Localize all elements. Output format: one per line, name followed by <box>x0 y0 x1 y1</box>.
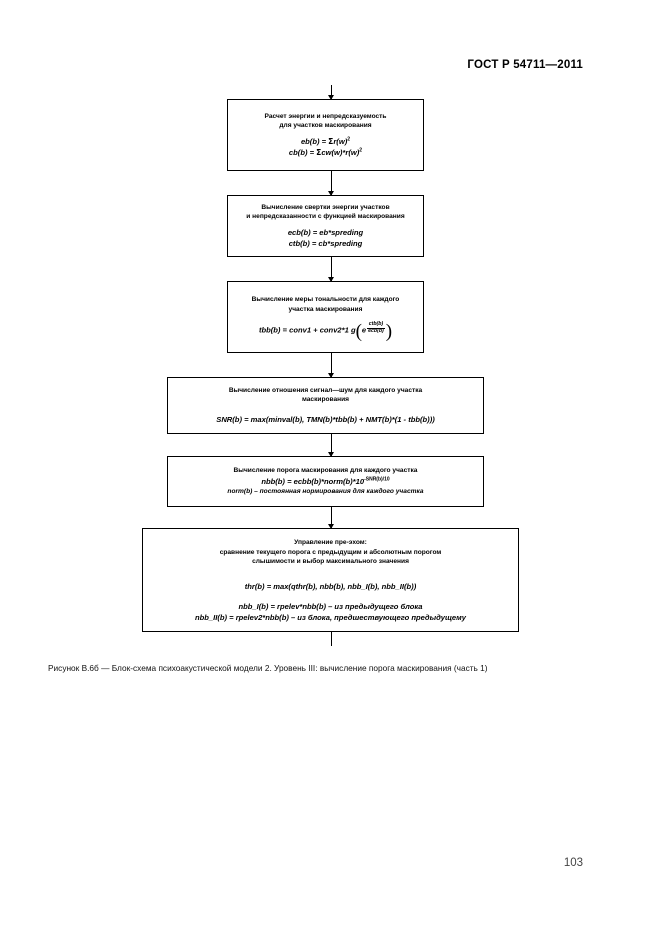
node-snr-formula: SNR(b) = max(minval(b), TMN(b)*tbb(b) + … <box>216 414 435 424</box>
node-threshold-title-line1: Вычисление порога маскирования для каждо… <box>233 467 418 475</box>
node-snr-title-line1: Вычисление отношения сигнал—шум для кажд… <box>228 386 423 394</box>
connector-preecho-to-output <box>330 632 333 646</box>
formula-eb-power: 2 <box>347 136 351 143</box>
paren-open-icon: ( <box>355 321 362 343</box>
document-header: ГОСТ Р 54711—2011 <box>467 59 583 71</box>
node-threshold-formula: nbb(b) = ecbb(b)*norm(b)*10-SNR(b)/10 <box>255 476 395 487</box>
connector-snr-to-threshold <box>330 434 333 456</box>
node-tonality-title-line2: участка маскирования <box>288 305 363 313</box>
figure-caption: Рисунок В.6б — Блок-схема психоакустичес… <box>48 663 488 673</box>
fraction-denominator: ecb(b) <box>368 327 384 334</box>
connector-convolution-to-tonality <box>330 257 333 281</box>
node-preecho-title-line3: слышимости и выбор максимального значени… <box>252 558 409 566</box>
fraction-numerator: ctb(b) <box>367 320 385 329</box>
node-preecho-formula-2: nbb_I(b) = rpelev*nbb(b) – из предыдущег… <box>238 602 423 612</box>
node-masking-threshold: Вычисление порога маскирования для каждо… <box>167 456 484 507</box>
formula-cb-rhs: cw(w)*r(w) <box>321 148 360 158</box>
formula-cb-lhs: cb(b) = <box>288 148 317 158</box>
sigma-icon: Σ <box>316 148 322 158</box>
node-snr-title-line2: маскирования <box>301 396 350 404</box>
formula-log-glyph: g <box>350 326 356 336</box>
node-energy-formula-1: eb(b) = Σr(w)2 <box>295 136 356 147</box>
node-energy-formula-2: cb(b) = Σcw(w)*r(w)2 <box>283 147 368 158</box>
node-threshold-note: norm(b) – постоянная нормирования для ка… <box>227 488 424 496</box>
node-convolution-formula-2: ctb(b) = cb*spreding <box>288 239 363 249</box>
formula-nbb-lhs: nbb(b) = ecbb(b)*norm(b)*10 <box>261 476 365 486</box>
node-preecho-title-line1: Управление пре-эхом: <box>294 539 367 546</box>
fraction-ctb-over-ecb: ctb(b)ecb(b) <box>367 320 385 335</box>
sigma-icon: Σ <box>328 136 334 146</box>
connector-input-to-energy <box>330 85 333 99</box>
node-pre-echo-control: Управление пре-эхом: сравнение текущего … <box>142 528 519 632</box>
formula-cb-power: 2 <box>359 147 363 154</box>
formula-tbb-lhs: tbb(b) = conv1 + conv2*1 <box>258 326 349 336</box>
page-number: 103 <box>563 857 583 869</box>
node-convolution-title-line1: Вычисление свертки энергии участков <box>261 203 390 211</box>
node-convolution: Вычисление свертки энергии участков и не… <box>227 195 424 257</box>
formula-nbb-exponent: -SNR(b)/10 <box>364 476 390 483</box>
node-tonality-measure: Вычисление меры тональности для каждого … <box>227 281 424 353</box>
connector-threshold-to-preecho <box>330 507 333 528</box>
formula-eb-rhs: r(w) <box>333 136 348 146</box>
node-energy-title-line1: Расчет энергии и непредсказуемость <box>264 112 387 120</box>
node-convolution-formula-1: ecb(b) = eb*spreding <box>287 227 364 237</box>
connector-energy-to-convolution <box>330 171 333 195</box>
paren-close-icon: ) <box>385 321 393 343</box>
formula-log-base: e <box>361 326 367 336</box>
node-energy-calculation: Расчет энергии и непредсказуемость для у… <box>227 99 424 171</box>
node-preecho-title-line2: сравнение текущего порога с предыдущим и… <box>219 548 442 556</box>
connector-tonality-to-snr <box>330 353 333 377</box>
node-tonality-title-line1: Вычисление меры тональности для каждого <box>251 296 400 304</box>
node-preecho-formula-3: nbb_II(b) = rpelev2*nbb(b) – из блока, п… <box>194 613 467 623</box>
node-preecho-formula-1: thr(b) = max(qthr(b), nbb(b), nbb_I(b), … <box>244 581 417 591</box>
node-energy-title-line2: для участков маскирования <box>279 122 372 130</box>
formula-eb-lhs: eb(b) = <box>300 136 329 146</box>
node-convolution-title-line2: и непредсказанности с функцией маскирова… <box>246 213 405 221</box>
node-snr-calculation: Вычисление отношения сигнал—шум для кажд… <box>167 377 484 434</box>
